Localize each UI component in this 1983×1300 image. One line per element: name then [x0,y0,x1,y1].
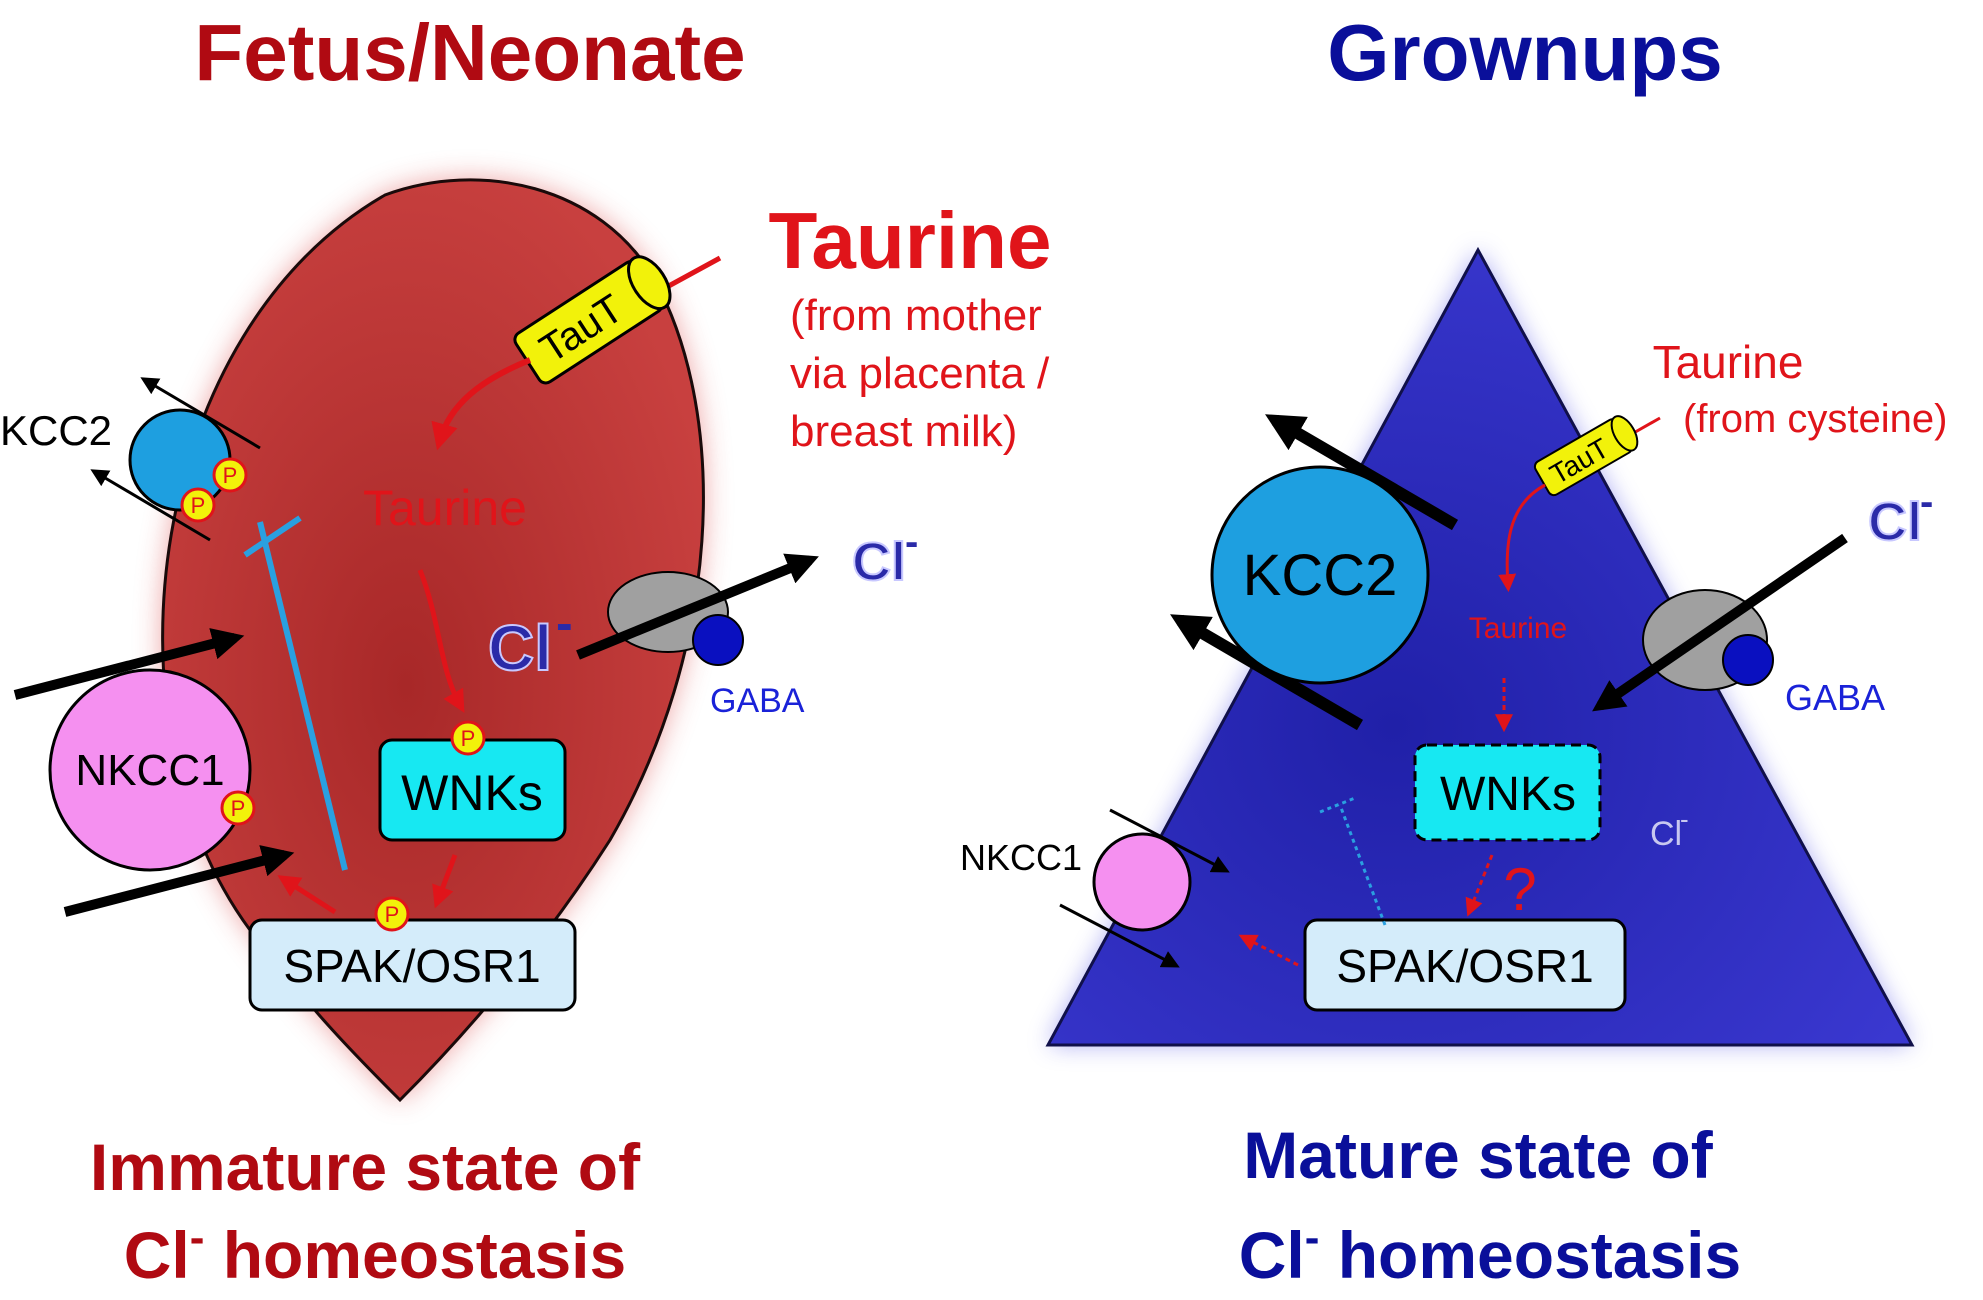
left-cl-outside: Cl - [851,520,918,593]
left-title: Fetus/Neonate [194,8,745,97]
right-taurine-inside: Taurine [1469,612,1567,645]
right-gaba-label: GABA [1785,677,1885,718]
phospho-label: P [231,796,246,821]
left-taurine-to-wnks-arrow [417,569,465,713]
right-taurine-source-title: Taurine [1653,336,1804,388]
right-cl-outside: Cl - [1867,480,1933,553]
left-spak-phospho: P [374,896,410,932]
left-nkcc1-circle [48,668,252,872]
left-panel: Fetus/Neonate Taurine (from mother via p… [0,8,1052,1292]
left-taurine-source-line1: (from mother [790,291,1042,340]
left-caption-post: homeostasis [204,1218,626,1292]
right-spak-label: SPAK/OSR1 [1336,940,1593,992]
left-spak-box [248,918,577,1012]
right-cl-outside-text: Cl [1868,492,1922,552]
left-cl-inside-sup: - [556,595,573,651]
right-taurine-source-line1: (from cysteine) [1683,397,1948,441]
left-inhibition-bar [243,515,302,558]
left-kcc2-label: KCC2 [0,407,112,454]
left-caption-cl: Cl [124,1218,190,1292]
right-gaba-channel [1592,533,1848,712]
left-wnks-to-spak-arrow [432,854,458,909]
right-inhibition-bar [1319,796,1356,814]
left-gaba-channel [576,553,819,666]
right-cl-outside-sup: - [1920,480,1933,524]
left-spak-label: SPAK/OSR1 [283,940,540,992]
right-wnks-box [1413,743,1602,842]
phospho-label: P [385,902,400,927]
right-caption-line1: Mature state of [1243,1118,1713,1192]
right-caption-post: homeostasis [1319,1218,1741,1292]
left-cl-inside: Cl - [487,595,573,685]
left-taurine-source-title: Taurine [768,196,1051,285]
right-caption-cl: Cl [1239,1218,1305,1292]
right-caption-sup: - [1305,1213,1320,1262]
right-spak-box [1303,918,1627,1012]
phospho-label: P [223,463,238,488]
left-spak-to-nkcc1-arrow [277,875,337,915]
left-wnks-phospho: P [450,720,486,756]
right-question-mark: ? [1503,856,1536,923]
right-taut-to-taurine-arrow [1498,483,1546,593]
right-cl-inside-sup: - [1680,804,1689,834]
left-taurine-source-line3: breast milk) [790,407,1017,456]
left-nkcc1-label: NKCC1 [75,746,224,795]
right-wnks-to-spak-arrow [1465,854,1494,917]
left-kcc2-group: P P [90,377,261,542]
right-nkcc1-group [1059,808,1230,968]
left-inhibition-line [257,521,348,871]
right-title: Grownups [1327,8,1723,97]
left-caption-line2: Cl- homeostasis [124,1213,626,1292]
right-spak-to-nkcc1-arrow [1238,934,1299,967]
phospho-label: P [461,726,476,751]
right-inhibition-line [1338,804,1387,926]
left-taurine-inside: Taurine [363,480,527,536]
left-cl-inside-text: Cl [488,612,552,684]
right-kcc2-label: KCC2 [1243,543,1398,608]
right-wnks-label: WNKs [1440,768,1576,821]
left-taut-to-taurine-arrow [431,357,532,451]
left-kcc2-circle [128,408,232,512]
left-taurine-entry-line [663,255,722,291]
left-caption-line1: Immature state of [90,1130,641,1204]
right-nkcc1-circle [1092,832,1192,932]
left-caption-sup: - [190,1213,205,1262]
left-nkcc1-group: P [13,628,295,917]
right-panel: Grownups Taurine (from cysteine) TauT Ta… [960,8,1948,1292]
right-kcc2-circle [1210,465,1430,685]
right-caption-line2: Cl- homeostasis [1239,1213,1741,1292]
left-cl-outside-text: Cl [852,532,906,592]
left-cl-outside-sup: - [905,520,918,564]
left-gaba-label: GABA [710,682,805,720]
right-kcc2-group [1170,414,1459,731]
left-taurine-source-line2: via placenta / [790,349,1050,398]
left-wnks-label: WNKs [401,765,543,821]
right-nkcc1-label: NKCC1 [960,837,1082,878]
right-cl-inside: Cl - [1650,804,1689,853]
phospho-label: P [191,493,206,518]
right-cl-inside-text: Cl [1650,815,1682,853]
